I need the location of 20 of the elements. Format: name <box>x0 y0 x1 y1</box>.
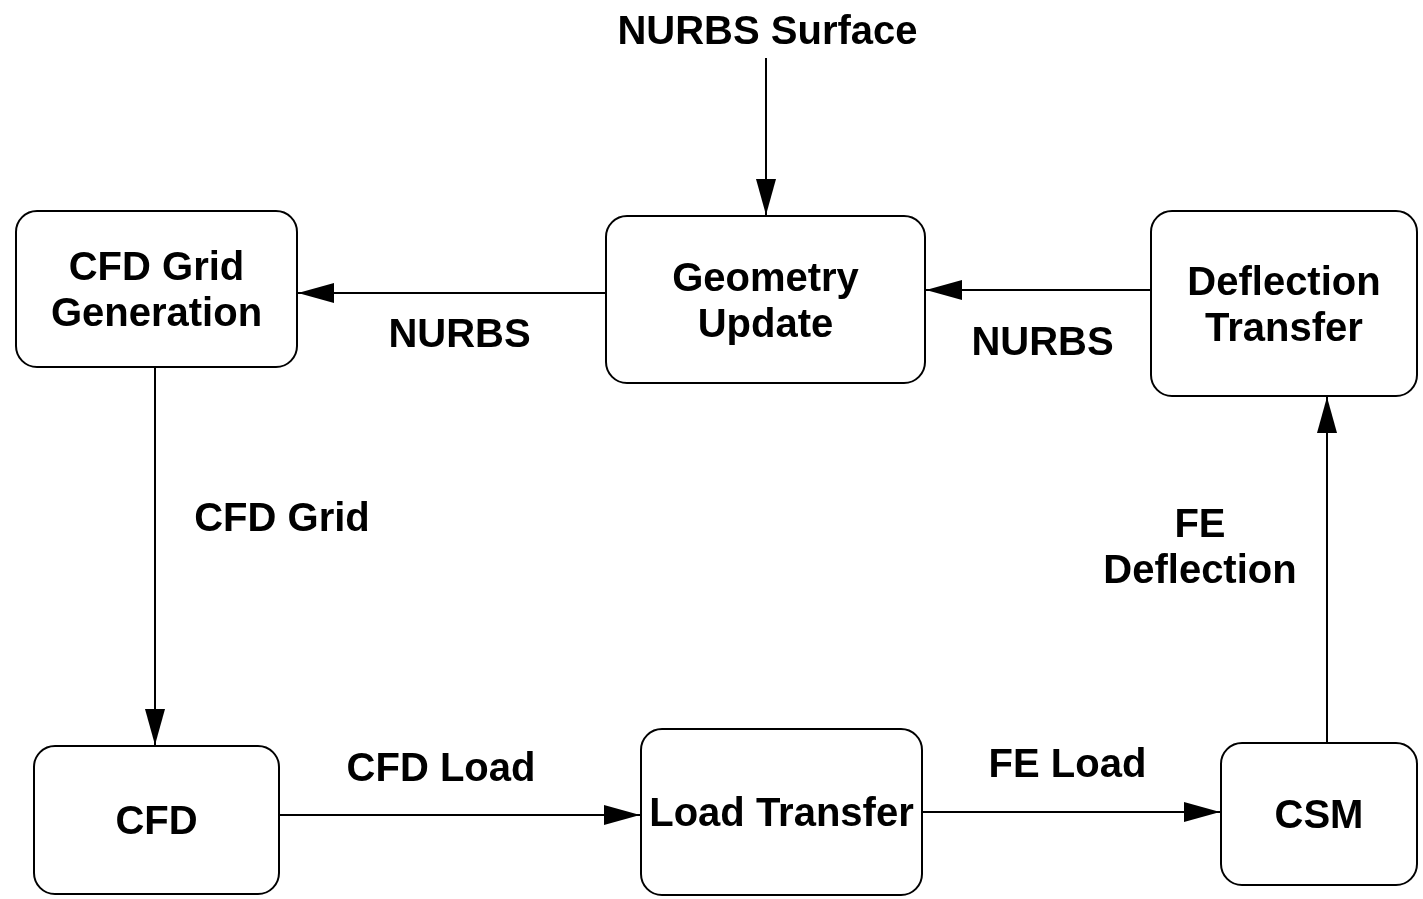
process-box <box>33 745 280 895</box>
process-box <box>1220 742 1418 886</box>
arrow <box>1317 396 1337 743</box>
box-label: Load Transfer <box>649 789 914 835</box>
arrow <box>925 280 1151 300</box>
box-label: CSM <box>1274 791 1364 837</box>
arrow <box>279 805 641 825</box>
process-box <box>1150 210 1418 397</box>
box-label: CFD <box>115 797 198 843</box>
arrow <box>145 367 165 746</box>
box-label: Deflection Transfer <box>1186 257 1382 350</box>
box-label: Geometry Update <box>671 253 860 346</box>
process-box <box>640 728 923 896</box>
input-label: NURBS Surface <box>617 7 918 53</box>
arrow <box>922 802 1221 822</box>
process-box <box>605 215 926 384</box>
box-label: CFD Grid Generation <box>49 243 264 335</box>
process-box <box>15 210 298 368</box>
arrow <box>297 283 606 303</box>
arrow <box>756 57 776 216</box>
